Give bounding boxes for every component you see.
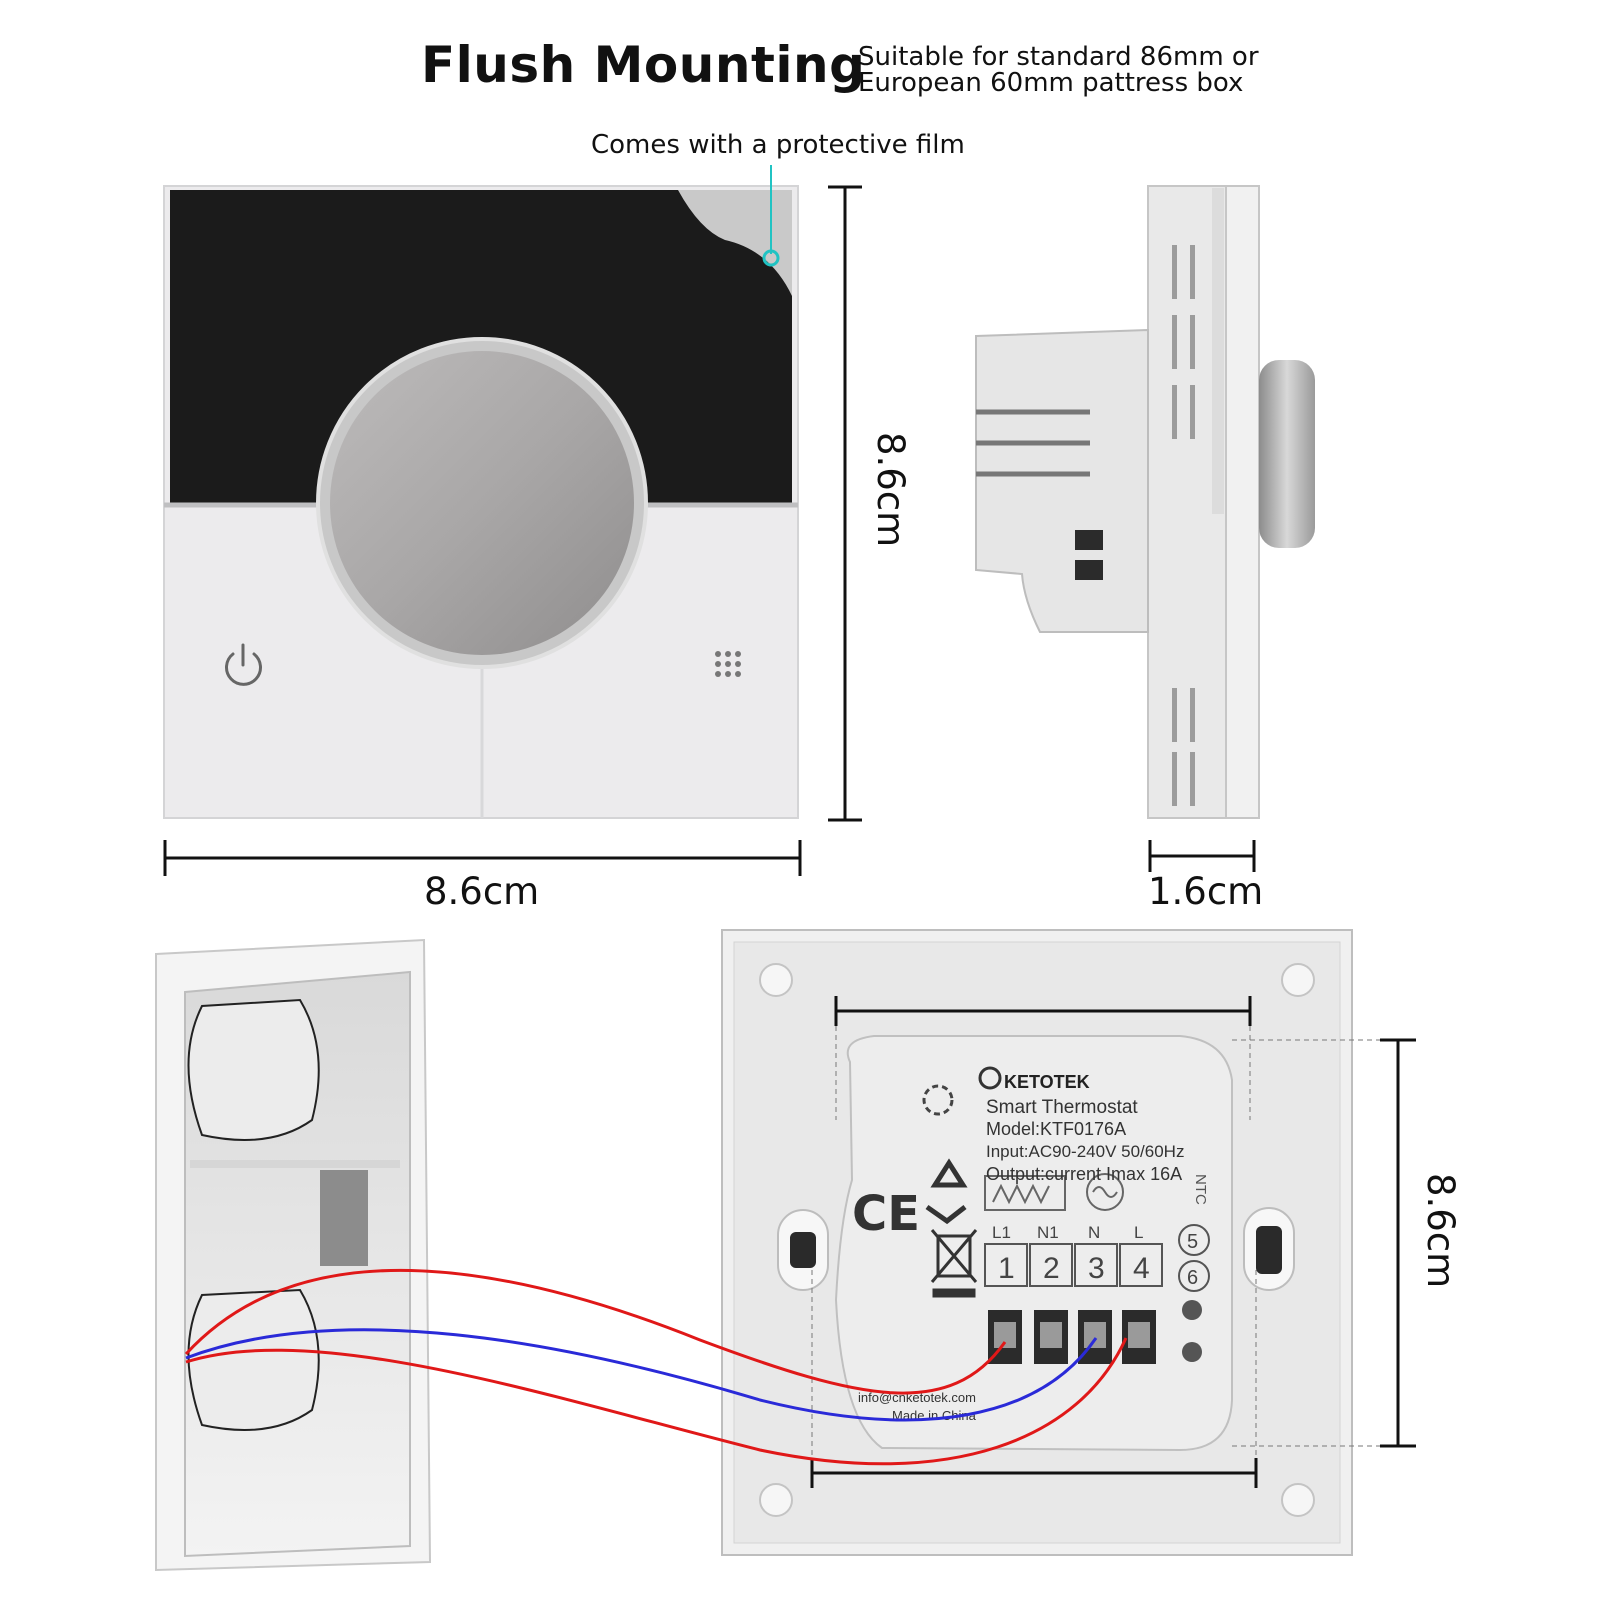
output-label: Output:current Imax 16A <box>986 1164 1182 1184</box>
subtitle-line-2: European 60mm pattress box <box>858 68 1244 98</box>
depth-label: 1.6cm <box>1148 870 1264 913</box>
ntc-number-6: 6 <box>1187 1267 1198 1289</box>
side-knob <box>1259 360 1315 548</box>
terminal-label-n1: N1 <box>1037 1223 1059 1242</box>
depth-dimension-line <box>1148 840 1256 872</box>
film-marker <box>762 249 780 267</box>
menu-dots-icon <box>715 651 741 677</box>
brand-label: KETOTEK <box>1004 1072 1090 1092</box>
front-panel <box>163 165 799 819</box>
terminal-label-l1: L1 <box>992 1223 1011 1242</box>
terminal-number-4: 4 <box>1133 1252 1150 1285</box>
weee-bin-icon <box>930 1229 978 1298</box>
back-dimension-lines <box>810 996 1416 1488</box>
protective-film <box>678 190 792 296</box>
page-title: Flush Mounting <box>421 36 866 94</box>
recycle-icon <box>925 1158 968 1225</box>
wires <box>184 1268 1128 1466</box>
ntc-number-5: 5 <box>1187 1231 1198 1253</box>
power-icon <box>225 643 262 686</box>
input-label: Input:AC90-240V 50/60Hz <box>986 1142 1184 1161</box>
subtitle-line-1: Suitable for standard 86mm or <box>858 42 1259 72</box>
terminal-number-3: 3 <box>1088 1252 1105 1285</box>
ntc-label: NTC <box>1192 1174 1209 1205</box>
live-wire-2 <box>185 1337 1128 1466</box>
back-plate: KETOTEK Smart Thermostat Model:KTF0176A … <box>721 929 1353 1556</box>
terminal-label-n: N <box>1088 1223 1100 1242</box>
control-knob <box>330 351 634 655</box>
logo-icon <box>978 1066 1002 1090</box>
subtitle: Suitable for standard 86mm or European 6… <box>858 44 1259 96</box>
wall-box <box>155 938 432 1572</box>
model-label: Model:KTF0176A <box>986 1119 1126 1139</box>
live-wire-1 <box>184 1268 1007 1395</box>
neutral-wire <box>185 1328 1098 1422</box>
terminal-number-1: 1 <box>998 1252 1015 1285</box>
side-view <box>975 185 1315 819</box>
front-dimension-lines <box>163 185 862 876</box>
ce-mark: CE <box>852 1186 920 1242</box>
front-width-label: 8.6cm <box>424 870 540 913</box>
film-note: Comes with a protective film <box>591 130 965 160</box>
product-label: Smart Thermostat <box>986 1097 1138 1118</box>
terminal-number-2: 2 <box>1043 1252 1060 1285</box>
terminal-label-l: L <box>1134 1223 1143 1242</box>
